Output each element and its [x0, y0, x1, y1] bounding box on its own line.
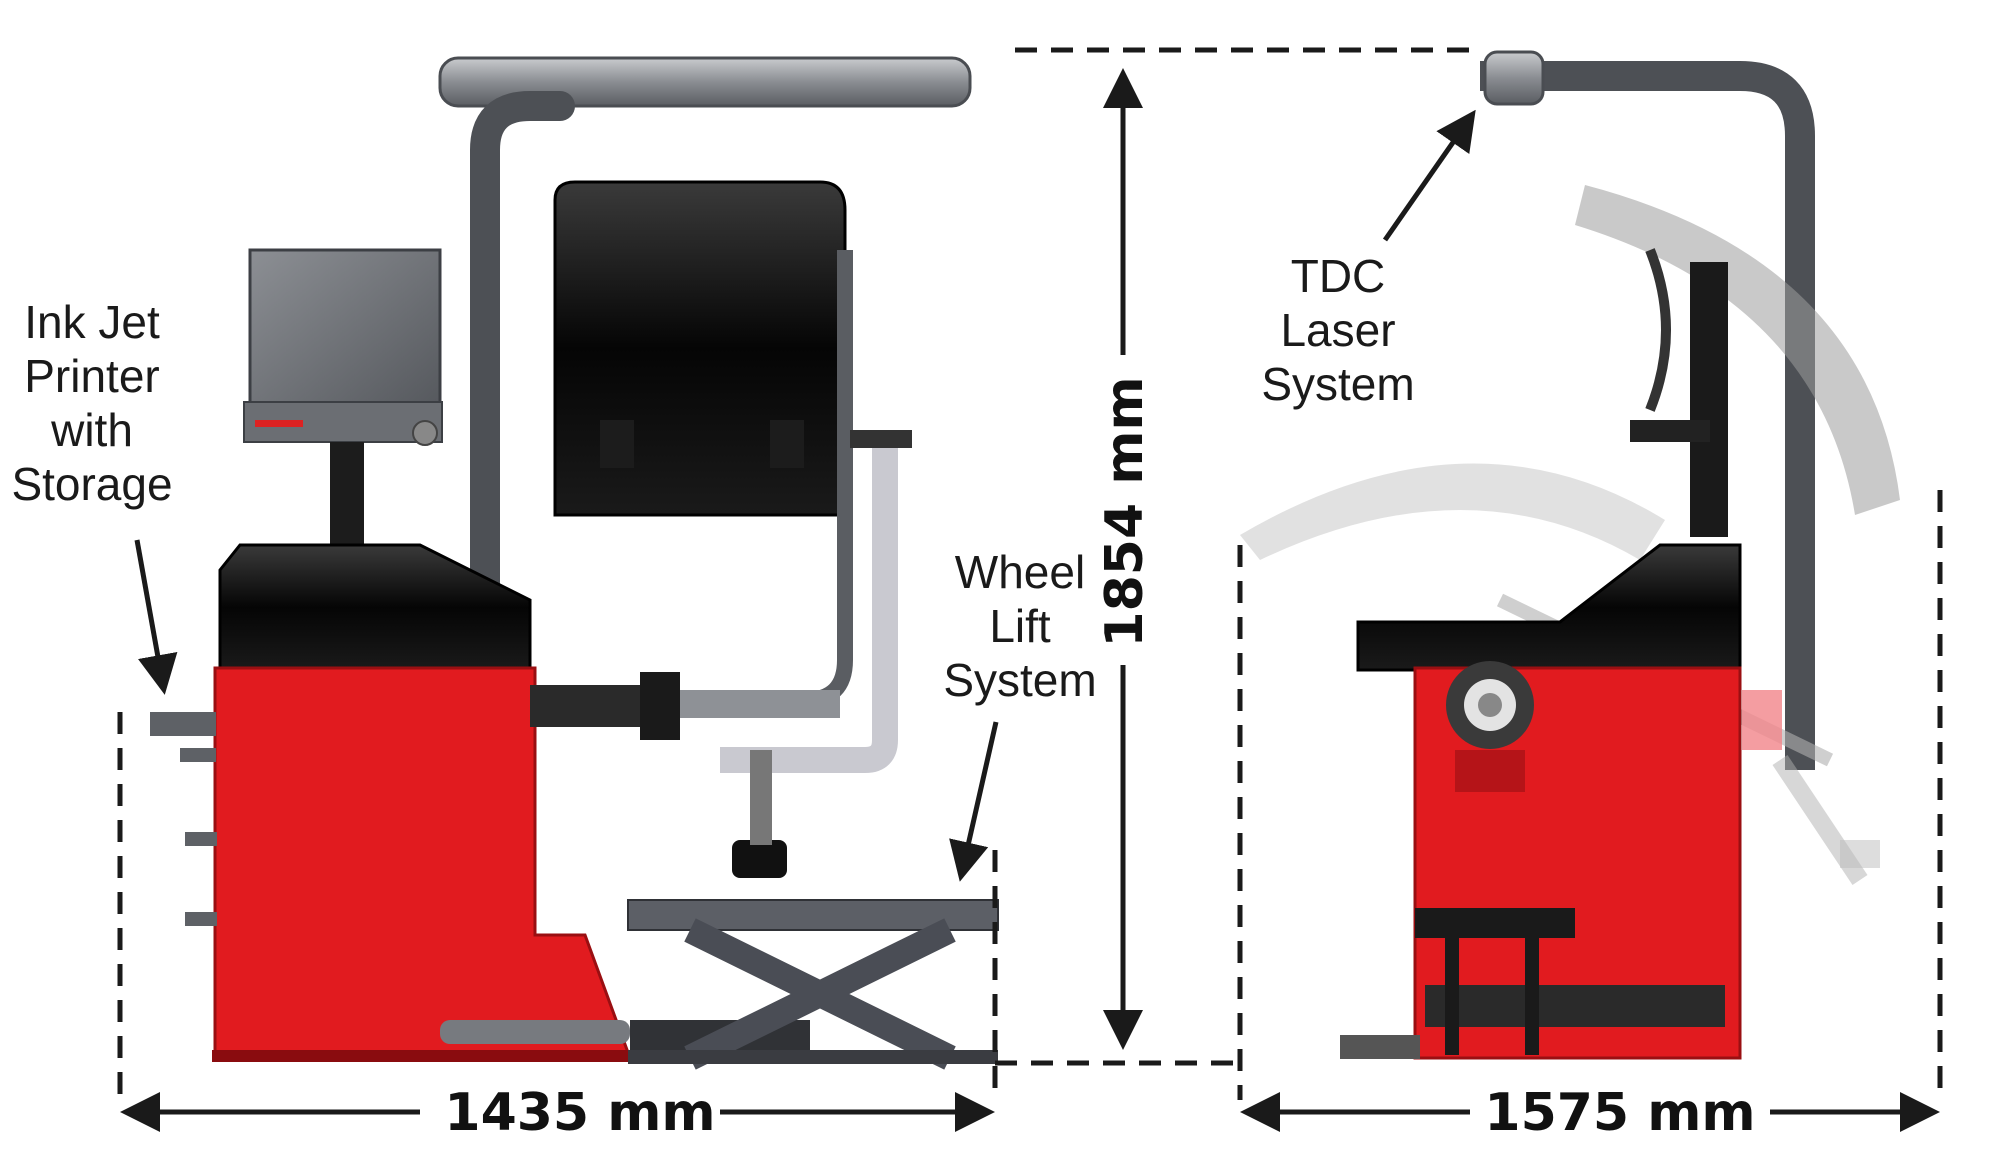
- tdc-label-line: System: [1261, 358, 1414, 410]
- printer-callout-arrow: [134, 539, 178, 695]
- side-top-tray: [1356, 543, 1742, 672]
- printer-label-line: Storage: [11, 458, 172, 510]
- side-view-machine: [1240, 50, 1900, 1060]
- tdc-laser-head: [1483, 50, 1545, 106]
- width-front-label: 1435 mm: [444, 1083, 715, 1143]
- laser-bar-post: [470, 91, 575, 605]
- printer-callout: Ink Jet Printer with Storage: [11, 296, 172, 510]
- tdc-label-line: Laser: [1280, 304, 1395, 356]
- tdc-callout: TDC Laser System: [1261, 250, 1414, 410]
- balancer-shaft: [530, 685, 640, 727]
- lift-arm-tube: [720, 440, 898, 773]
- tdc-callout-arrow: [1382, 109, 1476, 242]
- printer-label-line: Ink Jet: [24, 296, 160, 348]
- tdc-label-line: TDC: [1291, 250, 1386, 302]
- wheel-lift-label-line: Lift: [989, 600, 1051, 652]
- width-side-label: 1575 mm: [1484, 1083, 1755, 1143]
- printer-storage-shelf: [150, 712, 216, 736]
- hood-open-ghost: [1240, 463, 1665, 560]
- monitor: [243, 248, 443, 547]
- front-view-machine: [150, 56, 999, 1070]
- wheel-lift-scissor: [627, 899, 999, 1070]
- wheel-lift-label-line: System: [943, 654, 1096, 706]
- tdc-laser-post: [1480, 61, 1815, 770]
- printer-label-line: with: [50, 404, 133, 456]
- wheel-lift-label-line: Wheel: [955, 546, 1085, 598]
- wheel-lift-callout: Wheel Lift System: [943, 546, 1096, 706]
- wheel-lift-callout-arrow: [949, 721, 999, 882]
- printer-label-line: Printer: [24, 350, 159, 402]
- dimension-lines: [117, 47, 1943, 1132]
- hood-closed-ghost: [1575, 185, 1900, 515]
- top-laser-bar: [438, 56, 972, 108]
- height-label: 1854 mm: [1095, 376, 1155, 647]
